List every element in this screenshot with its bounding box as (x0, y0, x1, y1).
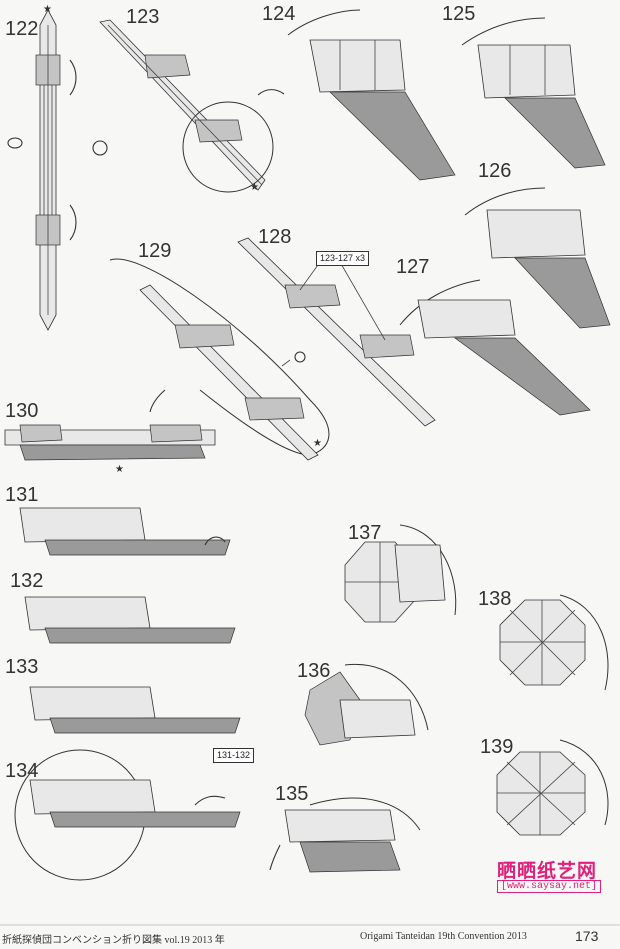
step-139-drawing (496, 739, 609, 836)
star-icon: ★ (43, 4, 52, 15)
viewpoint-icon (281, 351, 306, 367)
step-131-drawing (19, 507, 231, 556)
step-number-134: 134 (5, 760, 39, 782)
step-123-drawing (99, 19, 266, 191)
zoom-circle-123 (182, 101, 274, 193)
step-122-drawing (35, 9, 77, 331)
step-133-drawing (29, 686, 241, 734)
star-icon: ★ (115, 464, 124, 475)
step-number-137: 137 (348, 522, 382, 544)
star-icon: ★ (250, 182, 259, 193)
step-129-drawing (109, 258, 330, 461)
arrow-icon (257, 89, 285, 96)
step-126-drawing (464, 187, 611, 329)
flip-icon (92, 140, 108, 156)
footer-left-title: 折紙探偵団コンベンション折り図集 vol.19 2013 年 (2, 935, 225, 946)
step-number-136: 136 (297, 660, 331, 682)
step-number-129: 129 (138, 240, 172, 262)
page-number: 173 (575, 928, 599, 944)
step-134-drawing (14, 749, 241, 881)
step-128-drawing (237, 237, 436, 427)
step-132-drawing (24, 596, 236, 644)
star-icon: ★ (313, 438, 322, 449)
step-137-drawing (344, 524, 457, 623)
step-number-123: 123 (126, 6, 160, 28)
repeat-tag-131-132: 131-132 (213, 748, 255, 763)
step-number-132: 132 (10, 570, 44, 592)
step-number-127: 127 (396, 256, 430, 278)
step-number-125: 125 (442, 3, 476, 25)
step-127-drawing (399, 279, 591, 416)
step-number-139: 139 (480, 736, 514, 758)
step-number-124: 124 (262, 3, 296, 25)
step-number-126: 126 (478, 160, 512, 182)
step-number-133: 133 (5, 656, 39, 678)
step-number-122: 122 (5, 18, 39, 40)
step-136-drawing (304, 663, 429, 746)
step-138-drawing (499, 594, 609, 691)
watermark-url: [www.saysay.net] (497, 880, 602, 893)
step-number-131: 131 (5, 484, 39, 506)
step-125-drawing (461, 17, 606, 169)
step-124-drawing (287, 9, 456, 181)
footer-right-title: Origami Tanteidan 19th Convention 2013 (360, 931, 527, 942)
step-number-138: 138 (478, 588, 512, 610)
step-135-drawing (269, 797, 421, 873)
watermark-brand: 晒晒纸艺网 (497, 860, 598, 882)
step-130-drawing (4, 424, 216, 461)
repeat-tag-123-127: 123-127 x3 (316, 251, 370, 266)
rotate-icon (7, 137, 23, 149)
step-number-128: 128 (258, 226, 292, 248)
step-number-130: 130 (5, 400, 39, 422)
step-number-135: 135 (275, 783, 309, 805)
